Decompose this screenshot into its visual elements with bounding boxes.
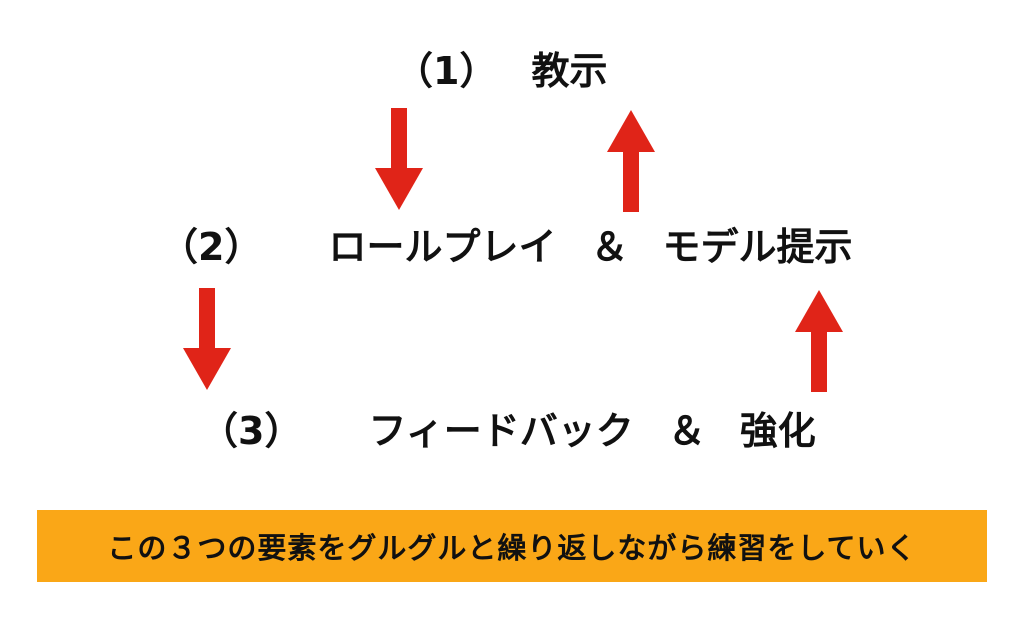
arrow-down-1-to-2 <box>375 108 423 210</box>
step-1: （1） 教示 <box>395 52 607 90</box>
step-2: （2） ロールプレイ ＆ モデル提示 <box>160 228 853 266</box>
step-3: （3） フィードバック ＆ 強化 <box>200 412 816 450</box>
step-1-label: 教示 <box>531 49 608 93</box>
step-3-number: （3） <box>200 409 303 453</box>
step-1-number: （1） <box>395 49 498 93</box>
arrow-down-2-to-3 <box>183 288 231 390</box>
step-2-connector: ＆ <box>590 225 629 269</box>
arrow-up-2-to-1 <box>607 110 655 212</box>
step-3-connector: ＆ <box>667 409 706 453</box>
summary-banner-text: この３つの要素をグルグルと繰り返しながら練習をしていく <box>107 531 917 565</box>
step-2-number: （2） <box>160 225 263 269</box>
step-2-label-b: モデル提示 <box>662 225 853 269</box>
summary-banner: この３つの要素をグルグルと繰り返しながら練習をしていく <box>37 510 987 582</box>
arrow-up-3-to-2 <box>795 290 843 392</box>
step-2-label-a: ロールプレイ <box>328 225 557 269</box>
step-3-label-a: フィードバック <box>368 409 634 453</box>
step-3-label-b: 強化 <box>739 409 816 453</box>
